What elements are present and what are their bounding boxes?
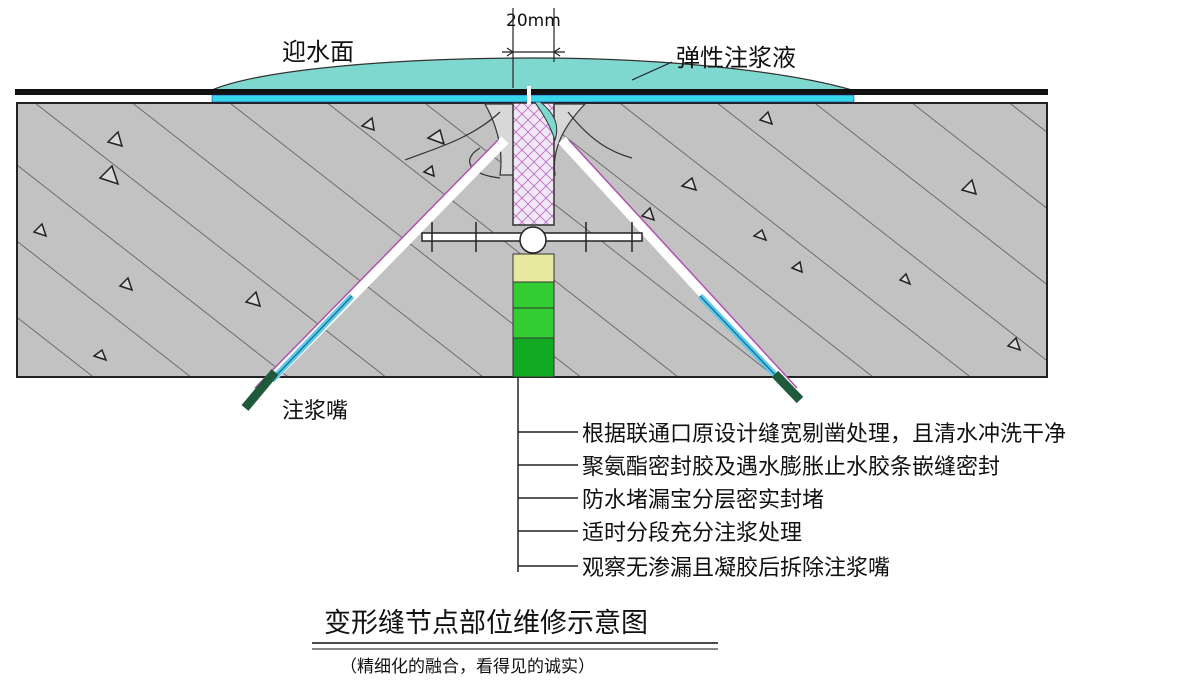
grout-label: 弹性注浆液 xyxy=(676,44,796,72)
caption-title: 变形缝节点部位维修示意图 xyxy=(324,608,648,639)
caption-subtitle: （精细化的融合，看得见的诚实） xyxy=(340,657,595,677)
plug-layers xyxy=(512,253,555,378)
joint-filler xyxy=(512,102,555,226)
dimension-marker xyxy=(502,8,565,88)
step-5-text: 观察无渗漏且凝胶后拆除注浆嘴 xyxy=(582,556,890,581)
top-membrane xyxy=(15,89,1048,95)
nozzle-label: 注浆嘴 xyxy=(282,399,348,424)
step-1-text: 根据联通口原设计缝宽剔凿处理，且清水冲洗干净 xyxy=(582,422,1066,447)
seal-strip xyxy=(211,94,855,103)
left-grout-nozzle xyxy=(241,293,355,411)
step-3-text: 防水堵漏宝分层密实封堵 xyxy=(582,488,824,513)
grout-leader xyxy=(631,61,673,81)
water-stop-bar xyxy=(421,222,643,254)
step-leaders xyxy=(517,378,578,572)
aggregate-marks xyxy=(32,110,1022,362)
step-4-text: 适时分段充分注浆处理 xyxy=(582,521,802,546)
water-face-label: 迎水面 xyxy=(282,38,354,66)
right-grout-nozzle xyxy=(697,293,804,404)
step-2-text: 聚氨酯密封胶及遇水膨胀止水胶条嵌缝密封 xyxy=(582,455,1000,480)
grout-dome xyxy=(211,57,853,91)
dimension-label: 20mm xyxy=(506,11,561,31)
